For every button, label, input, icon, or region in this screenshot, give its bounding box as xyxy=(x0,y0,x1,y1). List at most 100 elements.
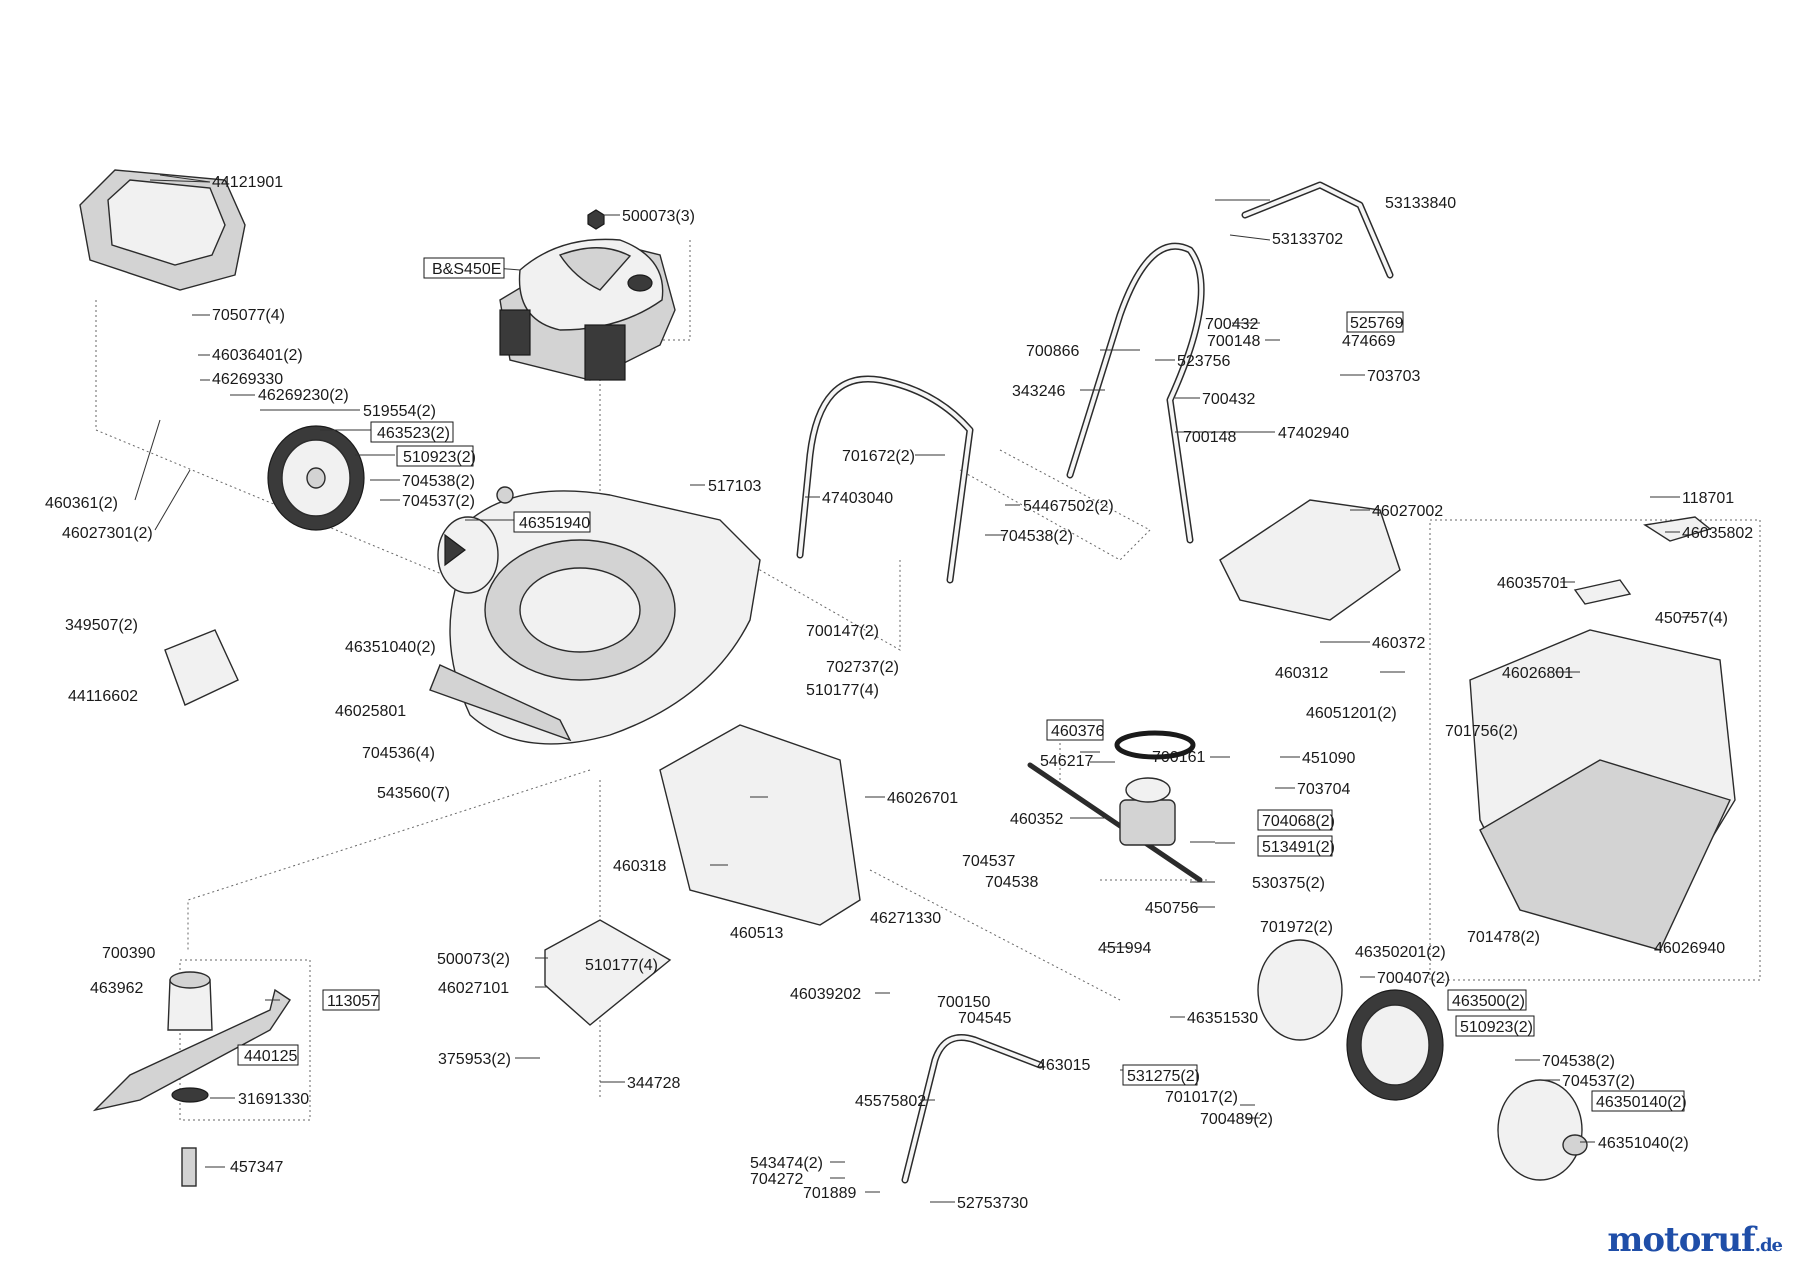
label-704537: 704537 xyxy=(962,853,1015,870)
label-704537-2-left: 704537(2) xyxy=(402,493,475,510)
engine-cover-44121901 xyxy=(79,169,246,291)
engine-bs450e xyxy=(499,209,676,381)
label-700161: 700161 xyxy=(1152,749,1205,766)
label-46027101: 46027101 xyxy=(438,980,509,997)
label-701478-2: 701478(2) xyxy=(1467,929,1540,946)
label-53133840: 53133840 xyxy=(1385,195,1456,212)
label-450756: 450756 xyxy=(1145,900,1198,917)
label-463015: 463015 xyxy=(1037,1057,1090,1074)
label-500073-3: 500073(3) xyxy=(622,208,695,225)
label-118701: 118701 xyxy=(1682,490,1734,507)
brand-name-main: motoruf xyxy=(1607,1220,1755,1260)
grass-catcher xyxy=(1219,499,1736,951)
label-460318: 460318 xyxy=(613,858,666,875)
label-531275-2: 531275(2) xyxy=(1127,1068,1200,1085)
label-leaders xyxy=(134,179,1695,1203)
label-700489-2: 700489(2) xyxy=(1200,1111,1273,1128)
label-46351940: 46351940 xyxy=(519,515,590,532)
label-703703: 703703 xyxy=(1367,368,1420,385)
label-46351530: 46351530 xyxy=(1187,1010,1258,1027)
label-46027002: 46027002 xyxy=(1372,503,1443,520)
label-460513: 460513 xyxy=(730,925,783,942)
label-701756-2: 701756(2) xyxy=(1445,723,1518,740)
boxed-label-frames xyxy=(237,257,1685,1112)
blade-assembly xyxy=(92,971,291,1187)
label-46027301-2: 46027301(2) xyxy=(62,525,153,542)
label-460352: 460352 xyxy=(1010,811,1063,828)
label-46269230-2: 46269230(2) xyxy=(258,387,349,404)
label-510177-4-top: 510177(4) xyxy=(806,682,879,699)
label-451994: 451994 xyxy=(1098,940,1151,957)
brand-tld: .de xyxy=(1754,1235,1783,1256)
label-47402940: 47402940 xyxy=(1278,425,1349,442)
label-46026940: 46026940 xyxy=(1654,940,1725,957)
label-546217: 546217 xyxy=(1040,753,1093,770)
label-704068-2: 704068(2) xyxy=(1262,813,1335,830)
label-46026801: 46026801 xyxy=(1502,665,1573,682)
label-510923-2-right: 510923(2) xyxy=(1460,1019,1533,1036)
label-700150: 700150 xyxy=(937,994,990,1011)
label-54467502-2: 54467502(2) xyxy=(1023,498,1114,515)
label-375953-2: 375953(2) xyxy=(438,1051,511,1068)
label-46039202: 46039202 xyxy=(790,986,861,1003)
lower-handle xyxy=(796,375,974,584)
label-700148-bottom: 700148 xyxy=(1183,429,1236,446)
label-517103: 517103 xyxy=(708,478,761,495)
label-523756: 523756 xyxy=(1177,353,1230,370)
label-46035802: 46035802 xyxy=(1682,525,1753,542)
drive-rod xyxy=(901,1034,1044,1184)
label-700407-2: 700407(2) xyxy=(1377,970,1450,987)
label-31691330: 31691330 xyxy=(238,1091,309,1108)
upper-handle xyxy=(1066,181,1394,544)
label-525769: 525769 xyxy=(1350,315,1403,332)
label-46351040-2-left: 46351040(2) xyxy=(345,639,436,656)
label-700432-bottom: 700432 xyxy=(1202,391,1255,408)
label-700148-top: 700148 xyxy=(1207,333,1260,350)
label-53133702: 53133702 xyxy=(1272,231,1343,248)
label-704536-4: 704536(4) xyxy=(362,745,435,762)
wheel-rear xyxy=(1257,939,1588,1181)
part-number-labels: 44121901 500073(3) B&S450E 53133840 5313… xyxy=(45,174,1753,1212)
label-45575802: 45575802 xyxy=(855,1093,926,1110)
label-349507-2: 349507(2) xyxy=(65,617,138,634)
label-113057: 113057 xyxy=(327,993,379,1010)
label-500073-2: 500073(2) xyxy=(437,951,510,968)
label-510923-2-left: 510923(2) xyxy=(403,449,476,466)
label-700432-top: 700432 xyxy=(1205,316,1258,333)
label-704538-2-left: 704538(2) xyxy=(402,473,475,490)
label-460372: 460372 xyxy=(1372,635,1425,652)
label-704538-2-right: 704538(2) xyxy=(1542,1053,1615,1070)
label-46035701: 46035701 xyxy=(1497,575,1568,592)
label-46351040-2-right: 46351040(2) xyxy=(1598,1135,1689,1152)
label-704272: 704272 xyxy=(750,1171,803,1188)
label-450757-4: 450757(4) xyxy=(1655,610,1728,627)
label-700147-2: 700147(2) xyxy=(806,623,879,640)
label-451090: 451090 xyxy=(1302,750,1355,767)
label-519554-2: 519554(2) xyxy=(363,403,436,420)
transmission xyxy=(1027,730,1203,883)
label-530375-2: 530375(2) xyxy=(1252,875,1325,892)
label-460312: 460312 xyxy=(1275,665,1328,682)
label-460361-2: 460361(2) xyxy=(45,495,118,512)
label-46271330: 46271330 xyxy=(870,910,941,927)
label-701889: 701889 xyxy=(803,1185,856,1202)
label-705077-4: 705077(4) xyxy=(212,307,285,324)
label-engine-bs450e: B&S450E xyxy=(432,261,501,278)
label-543560-7: 543560(7) xyxy=(377,785,450,802)
label-701672-2: 701672(2) xyxy=(842,448,915,465)
label-543474-2: 543474(2) xyxy=(750,1155,823,1172)
label-704538: 704538 xyxy=(985,874,1038,891)
label-704537-2-right: 704537(2) xyxy=(1562,1073,1635,1090)
label-704538-2-mid: 704538(2) xyxy=(1000,528,1073,545)
label-344728: 344728 xyxy=(627,1075,680,1092)
label-701017-2: 701017(2) xyxy=(1165,1089,1238,1106)
discharge-chute xyxy=(164,629,861,1026)
label-457347: 457347 xyxy=(230,1159,283,1176)
label-46025801: 46025801 xyxy=(335,703,406,720)
label-463523-2: 463523(2) xyxy=(377,425,450,442)
label-463962: 463962 xyxy=(90,980,143,997)
label-343246: 343246 xyxy=(1012,383,1065,400)
label-52753730: 52753730 xyxy=(957,1195,1028,1212)
